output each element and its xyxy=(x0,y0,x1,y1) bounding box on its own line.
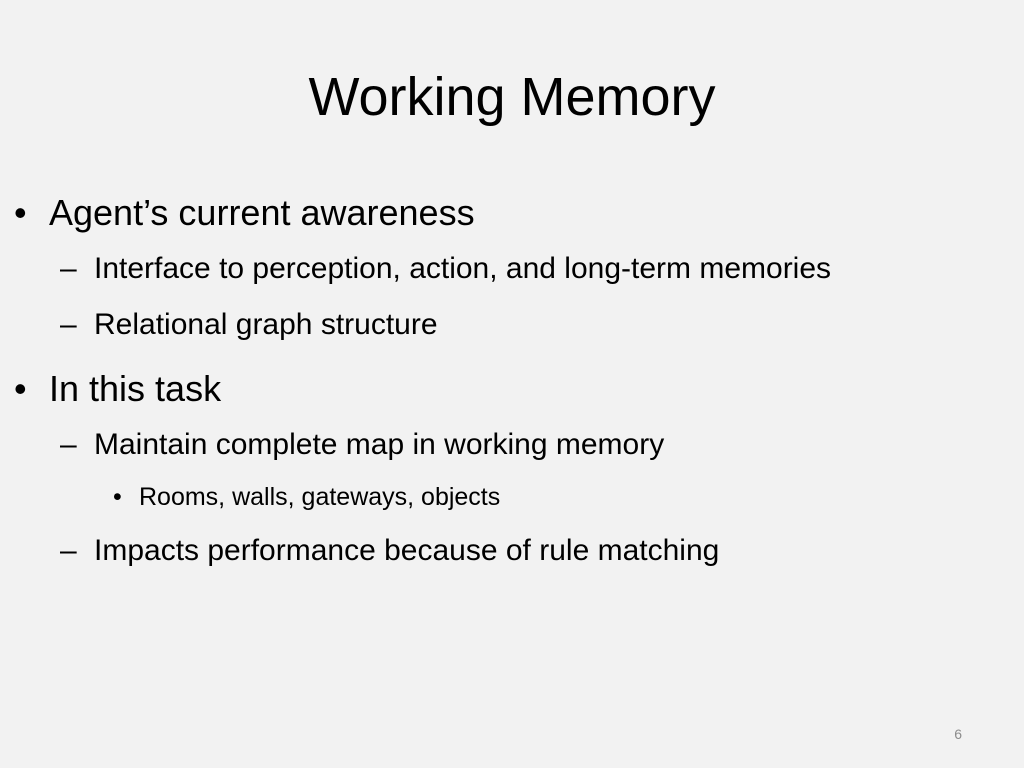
sub-bullet-maintain-map: – Maintain complete map in working memor… xyxy=(0,422,1024,468)
bullet-marker: • xyxy=(14,368,27,409)
bullet-text: Agent’s current awareness xyxy=(49,192,475,233)
slide-content: • Agent’s current awareness – Interface … xyxy=(0,186,1024,584)
sub-bullet-text: Interface to perception, action, and lon… xyxy=(94,252,832,285)
sub-sub-bullet-text: Rooms, walls, gateways, objects xyxy=(139,483,501,511)
sub-bullet-text: Impacts performance because of rule matc… xyxy=(94,534,720,567)
dash-marker: – xyxy=(60,534,77,567)
bullet-text: In this task xyxy=(49,368,222,409)
slide-title: Working Memory xyxy=(308,67,716,127)
sub-bullet-relational-graph: – Relational graph structure xyxy=(0,302,1024,348)
sub-sub-bullet-rooms: • Rooms, walls, gateways, objects xyxy=(0,478,1024,516)
sub-bullet-text: Maintain complete map in working memory xyxy=(94,428,665,461)
sub-bullet-impacts-performance: – Impacts performance because of rule ma… xyxy=(0,528,1024,574)
bullet-in-this-task: • In this task xyxy=(0,362,1024,416)
dash-marker: – xyxy=(60,252,77,285)
sub-bullet-interface: – Interface to perception, action, and l… xyxy=(0,246,1024,292)
sub-bullet-text: Relational graph structure xyxy=(94,308,438,341)
dash-marker: – xyxy=(60,308,77,341)
dash-marker: – xyxy=(60,428,77,461)
bullet-marker: • xyxy=(14,192,27,233)
bullet-agents-current-awareness: • Agent’s current awareness xyxy=(0,186,1024,240)
slide-number: 6 xyxy=(954,726,962,742)
small-bullet-marker: • xyxy=(113,483,122,511)
